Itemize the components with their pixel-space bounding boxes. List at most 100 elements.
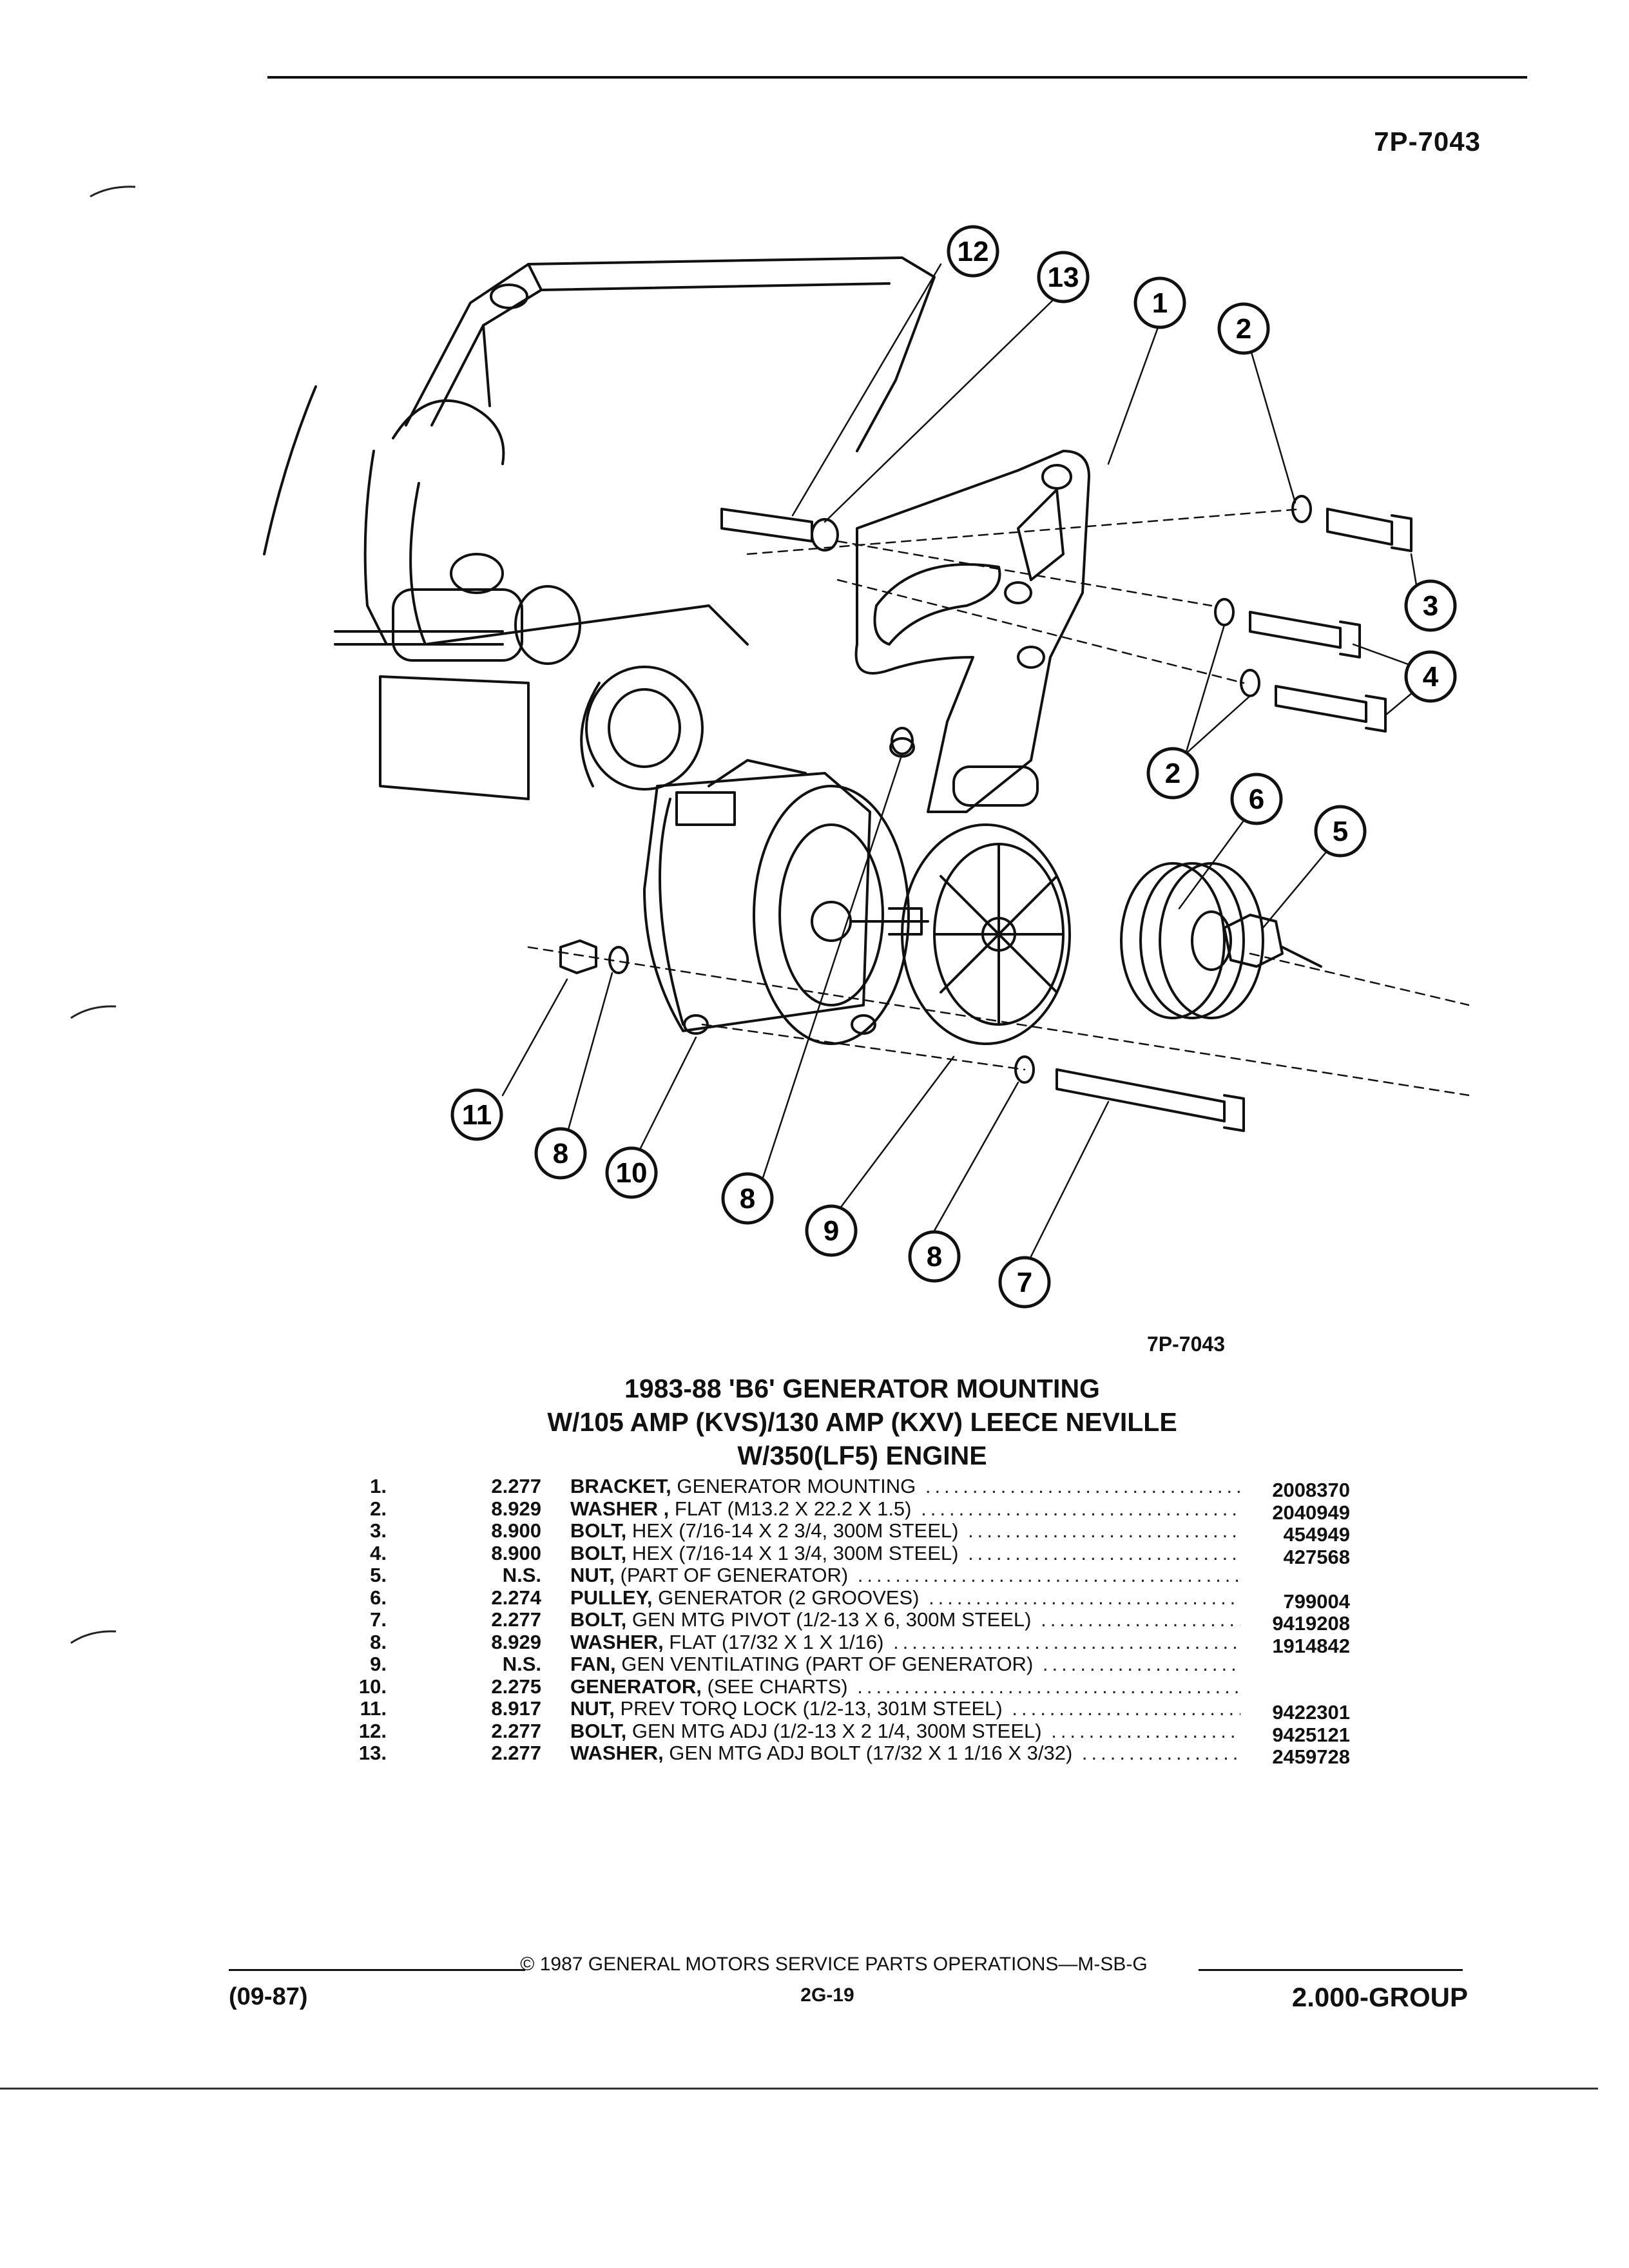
footer-rule-left bbox=[229, 1969, 525, 1971]
footer-page-number: 2G-19 bbox=[800, 1984, 854, 2006]
svg-text:9: 9 bbox=[824, 1215, 839, 1247]
part-detail: GENERATOR MOUNTING bbox=[671, 1475, 916, 1497]
callout-11: 11 bbox=[450, 1088, 503, 1141]
svg-text:12: 12 bbox=[958, 236, 989, 267]
generator bbox=[643, 737, 929, 1045]
callout-1: 1 bbox=[1133, 276, 1186, 329]
part-number: 2459728 bbox=[1272, 1745, 1350, 1768]
part-detail: GENERATOR (2 GROOVES) bbox=[652, 1586, 920, 1609]
part-number: 9419208 bbox=[1272, 1612, 1350, 1635]
part-item-number: 10. bbox=[358, 1675, 387, 1698]
callout-10: 10 bbox=[605, 1146, 658, 1199]
part-group-number: 8.929 bbox=[491, 1497, 541, 1520]
page-number: 7P-7043 bbox=[1374, 126, 1481, 157]
part-row: 5.N.S.NUT, (PART OF GENERATOR) .........… bbox=[342, 1564, 1398, 1587]
part-group-number: 8.917 bbox=[491, 1697, 541, 1720]
callout-12: 12 bbox=[947, 225, 999, 278]
generator-bracket bbox=[854, 450, 1090, 813]
svg-text:8: 8 bbox=[927, 1241, 942, 1273]
part-number: 454949 bbox=[1283, 1523, 1350, 1546]
part-description: PULLEY, GENERATOR (2 GROOVES) ..........… bbox=[570, 1587, 1240, 1609]
part-item-number: 13. bbox=[358, 1742, 387, 1764]
svg-text:13: 13 bbox=[1048, 262, 1079, 293]
callout-5: 5 bbox=[1314, 805, 1367, 858]
manifold-cylinder bbox=[379, 553, 704, 800]
part-description: WASHER, GEN MTG ADJ BOLT (17/32 X 1 1/16… bbox=[570, 1742, 1240, 1764]
part-detail: GEN MTG ADJ (1/2-13 X 2 1/4, 300M STEEL) bbox=[626, 1720, 1042, 1742]
svg-text:10: 10 bbox=[616, 1157, 648, 1189]
bottom-rule bbox=[0, 2088, 1598, 2090]
engine-outline bbox=[263, 256, 936, 646]
exploded-view-illustration: 12 13 1 2 3 4 2 6 5 11 8 10 8 9 8 7 bbox=[263, 225, 1469, 1309]
leader-dots: ........................................… bbox=[968, 1520, 1240, 1542]
part-group-number: 2.277 bbox=[491, 1475, 541, 1497]
pulley bbox=[1120, 862, 1264, 1019]
part-group-number: 2.275 bbox=[491, 1675, 541, 1698]
leader-dots: ........................................… bbox=[1081, 1742, 1240, 1764]
callout-8-left: 8 bbox=[534, 1127, 587, 1180]
leader-dots: ........................................… bbox=[1042, 1653, 1240, 1675]
part-name: FAN, bbox=[570, 1653, 616, 1675]
callout-13: 13 bbox=[1037, 251, 1090, 303]
leader-lines bbox=[501, 263, 1425, 1258]
part-detail: FLAT (M13.2 X 22.2 X 1.5) bbox=[669, 1497, 912, 1520]
part-item-number: 2. bbox=[370, 1497, 387, 1520]
alignment-lines bbox=[527, 508, 1469, 1097]
svg-text:11: 11 bbox=[462, 1099, 492, 1131]
part-group-number: 8.900 bbox=[491, 1541, 541, 1564]
callout-8-right: 8 bbox=[908, 1230, 961, 1283]
part-name: GENERATOR, bbox=[570, 1675, 702, 1698]
part-number: 427568 bbox=[1283, 1545, 1350, 1568]
svg-text:7: 7 bbox=[1017, 1267, 1032, 1298]
svg-text:2: 2 bbox=[1236, 313, 1251, 345]
footer-date: (09-87) bbox=[229, 1983, 308, 2010]
callout-4: 4 bbox=[1404, 650, 1457, 703]
leader-dots: ........................................… bbox=[857, 1675, 1240, 1698]
part-name: WASHER, bbox=[570, 1631, 664, 1653]
part-item-number: 11. bbox=[360, 1697, 387, 1720]
callouts: 12 13 1 2 3 4 2 6 5 11 8 10 8 9 8 7 bbox=[450, 225, 1457, 1309]
part-row: 10. 2.275 GENERATOR, (SEE CHARTS) ........… bbox=[342, 1675, 1398, 1698]
part-description: BOLT, HEX (7/16-14 X 2 3/4, 300M STEEL) … bbox=[570, 1520, 1240, 1542]
svg-text:6: 6 bbox=[1249, 783, 1264, 815]
part-item-number: 8. bbox=[370, 1630, 387, 1653]
part-group-number: 2.274 bbox=[491, 1586, 541, 1609]
leader-dots: ........................................… bbox=[921, 1497, 1240, 1520]
part-group-number: N.S. bbox=[502, 1653, 541, 1675]
callout-7: 7 bbox=[998, 1256, 1051, 1309]
part-group-number: N.S. bbox=[502, 1564, 541, 1586]
part-number: 9425121 bbox=[1272, 1723, 1350, 1746]
part-detail: (SEE CHARTS) bbox=[701, 1675, 848, 1698]
callout-3: 3 bbox=[1404, 579, 1457, 632]
part-item-number: 9. bbox=[370, 1653, 387, 1675]
part-detail: GEN MTG ADJ BOLT (17/32 X 1 1/16 X 3/32) bbox=[663, 1742, 1073, 1764]
part-name: WASHER , bbox=[570, 1497, 670, 1520]
leader-dots: ........................................… bbox=[1041, 1609, 1240, 1631]
callout-2-bottom: 2 bbox=[1146, 747, 1199, 800]
svg-text:8: 8 bbox=[740, 1183, 755, 1215]
svg-text:5: 5 bbox=[1333, 816, 1348, 847]
top-rule bbox=[267, 76, 1527, 79]
leader-dots: ........................................… bbox=[893, 1631, 1240, 1653]
leader-dots: ........................................… bbox=[857, 1564, 1240, 1586]
part-description: WASHER, FLAT (17/32 X 1 X 1/16) ........… bbox=[570, 1631, 1240, 1653]
punch-marks bbox=[70, 186, 136, 1644]
figure-number: 7P-7043 bbox=[1147, 1332, 1225, 1356]
part-item-number: 7. bbox=[370, 1608, 387, 1631]
part-detail: GEN MTG PIVOT (1/2-13 X 6, 300M STEEL) bbox=[626, 1609, 1032, 1631]
part-description: BOLT, GEN MTG PIVOT (1/2-13 X 6, 300M ST… bbox=[570, 1609, 1240, 1631]
footer-copyright: © 1987 GENERAL MOTORS SERVICE PARTS OPER… bbox=[520, 1954, 1148, 1975]
ventilating-fan bbox=[901, 823, 1071, 1045]
part-detail: FLAT (17/32 X 1 X 1/16) bbox=[663, 1631, 884, 1653]
callout-6: 6 bbox=[1230, 773, 1283, 825]
part-group-number: 2.277 bbox=[491, 1719, 541, 1742]
part-name: BOLT, bbox=[570, 1720, 627, 1742]
part-item-number: 5. bbox=[370, 1564, 387, 1586]
